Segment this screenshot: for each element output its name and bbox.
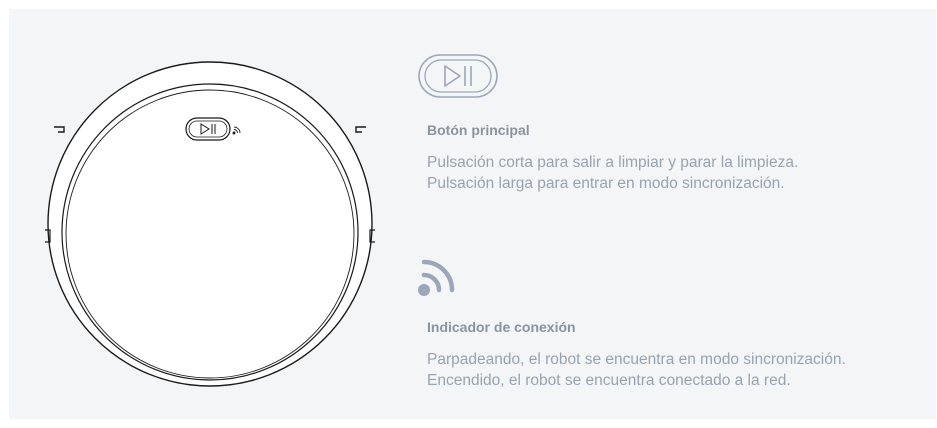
feature-title-connection-indicator: Indicador de conexión (427, 319, 576, 335)
feature-title-main-button: Botón principal (427, 122, 530, 138)
play-pause-icon (418, 54, 498, 98)
robot-bumper-ring (61, 83, 359, 381)
wifi-icon (418, 259, 455, 296)
feature-desc-line: Pulsación corta para salir a limpiar y p… (427, 154, 799, 171)
feature-desc-line: Parpadeando, el robot se encuentra en mo… (427, 351, 846, 368)
robot-main-button (185, 117, 231, 141)
feature-desc-line: Pulsación larga para entrar en modo sinc… (427, 175, 785, 192)
robot-vacuum-illustration (45, 61, 375, 387)
robot-outer-shell (47, 61, 373, 387)
feature-desc-line: Encendido, el robot se encuentra conecta… (427, 372, 791, 389)
robot-wifi-indicator (232, 126, 241, 135)
